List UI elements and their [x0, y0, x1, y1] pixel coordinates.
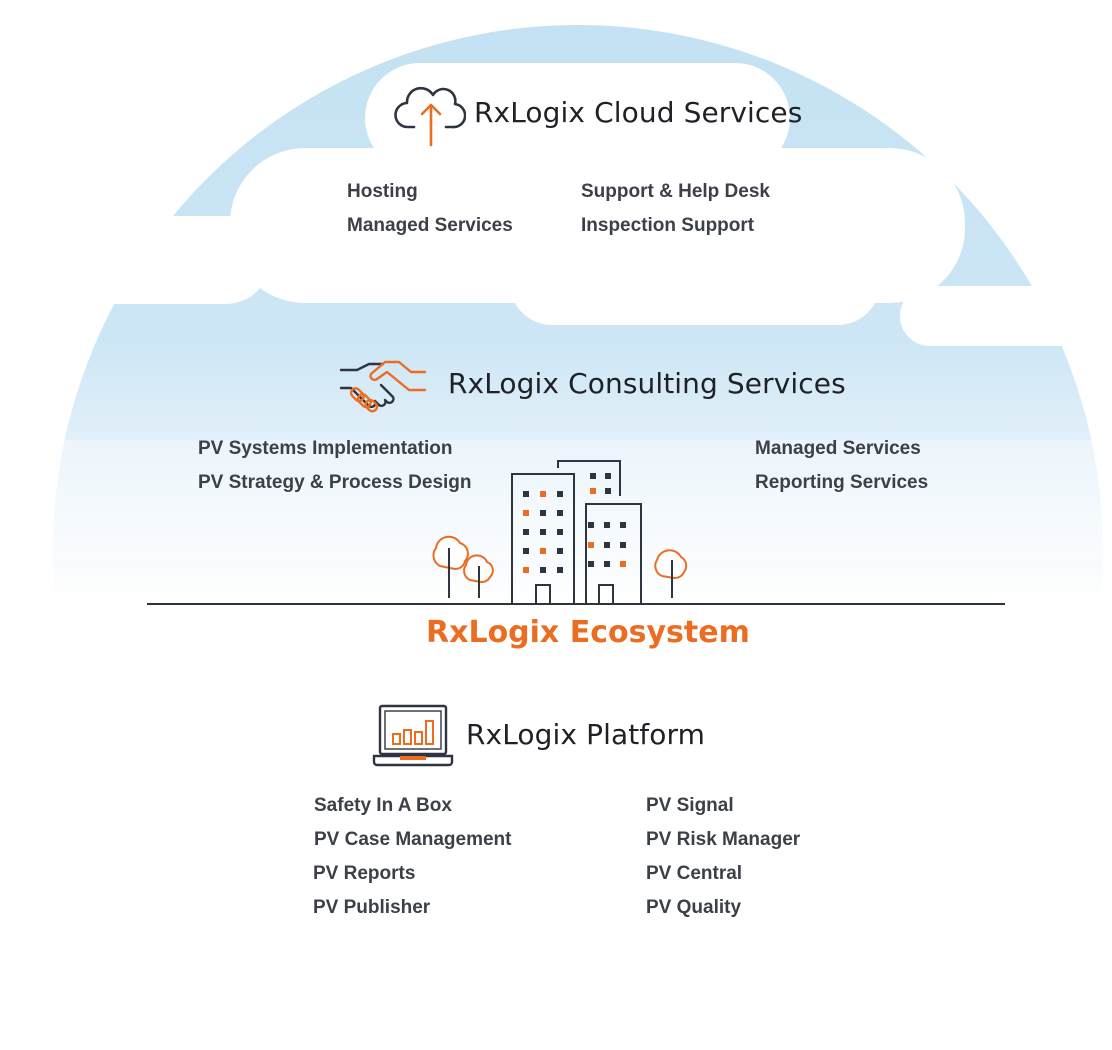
consulting-item-pv-strategy-process-design: PV Strategy & Process Design	[198, 472, 472, 493]
consulting-item-managed-services: Managed Services	[755, 438, 921, 459]
consulting-services-title: RxLogix Consulting Services	[448, 367, 846, 400]
platform-item-safety-in-a-box: Safety In A Box	[314, 795, 452, 816]
platform-item-pv-risk-manager: PV Risk Manager	[646, 829, 801, 850]
platform-item-pv-case-management: PV Case Management	[314, 829, 512, 850]
cloud-upload-icon	[394, 86, 466, 147]
cloud-services-title: RxLogix Cloud Services	[474, 96, 803, 129]
cloud-shape	[365, 63, 790, 173]
city-buildings-icon	[147, 460, 1005, 605]
ecosystem-title: RxLogix Ecosystem	[426, 615, 750, 650]
platform-item-pv-quality: PV Quality	[646, 897, 742, 918]
cloud-item-support-help-desk: Support & Help Desk	[581, 181, 770, 202]
platform-item-pv-central: PV Central	[646, 863, 743, 884]
platform-item-pv-reports: PV Reports	[313, 863, 416, 884]
consulting-item-pv-systems-implementation: PV Systems Implementation	[198, 438, 453, 459]
platform-title: RxLogix Platform	[466, 718, 705, 751]
platform-item-pv-publisher: PV Publisher	[313, 897, 431, 918]
cloud-left	[53, 216, 270, 304]
cloud-item-hosting: Hosting	[347, 181, 418, 202]
consulting-item-reporting-services: Reporting Services	[755, 472, 929, 493]
laptop-chart-icon	[372, 704, 454, 767]
platform-item-pv-signal: PV Signal	[646, 795, 734, 816]
handshake-icon	[339, 360, 427, 413]
cloud-right	[900, 286, 1103, 346]
cloud-item-inspection-support: Inspection Support	[581, 215, 755, 236]
tree-icon	[432, 535, 469, 571]
cloud-item-managed-services: Managed Services	[347, 215, 513, 236]
